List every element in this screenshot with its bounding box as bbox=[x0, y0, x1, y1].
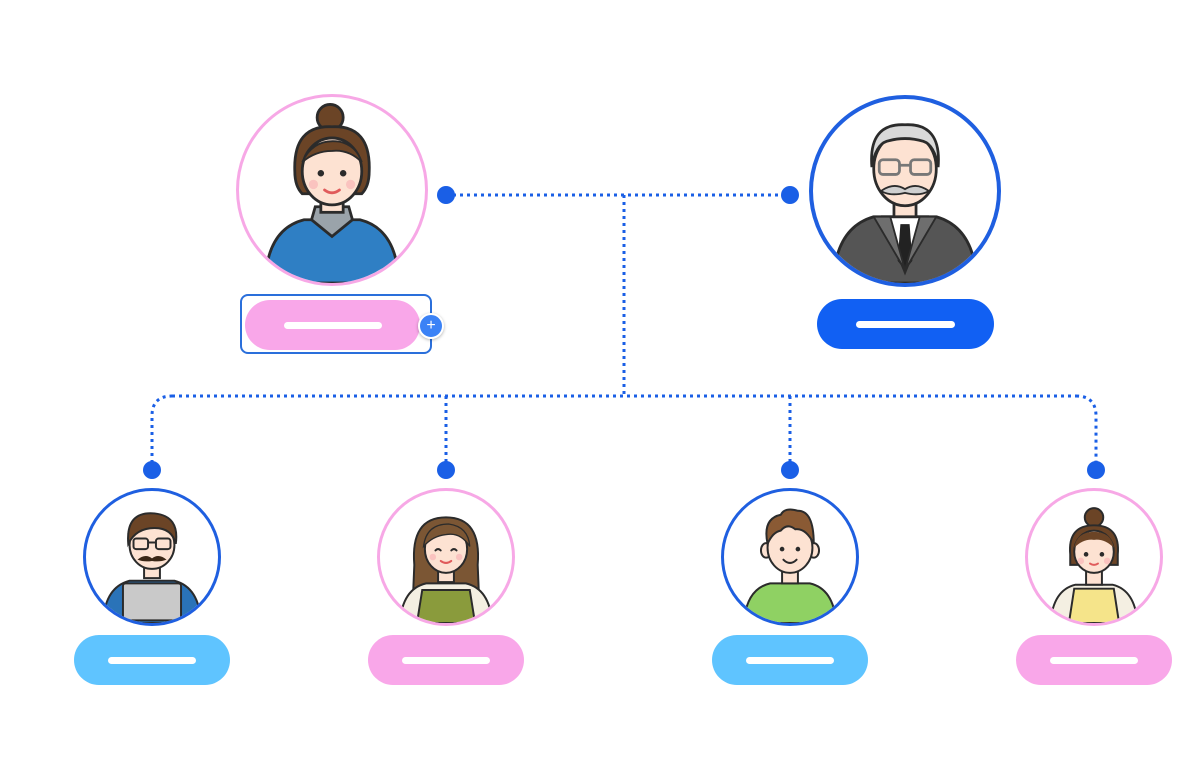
man-glasses-laptop-icon bbox=[83, 488, 221, 626]
plus-icon[interactable]: + bbox=[418, 313, 444, 339]
boy-green-shirt-icon bbox=[721, 488, 859, 626]
name-label-child-4[interactable] bbox=[1016, 635, 1172, 685]
connector-child-4 bbox=[1075, 394, 1098, 470]
label-placeholder-bar bbox=[402, 656, 490, 664]
elderly-man-glasses-suit-icon bbox=[809, 95, 1001, 287]
name-label-child-2[interactable] bbox=[368, 635, 524, 685]
connector-dot-child-3[interactable] bbox=[781, 461, 799, 479]
name-label-father[interactable] bbox=[817, 299, 994, 349]
connector-dot-mother[interactable] bbox=[437, 186, 455, 204]
connector-child-1 bbox=[150, 394, 173, 470]
name-label-child-3[interactable] bbox=[712, 635, 868, 685]
name-label-mother[interactable] bbox=[245, 300, 420, 350]
label-placeholder-bar bbox=[1050, 656, 1138, 664]
connector-dot-child-2[interactable] bbox=[437, 461, 455, 479]
name-label-child-1[interactable] bbox=[74, 635, 230, 685]
girl-bun-yellow-top-icon bbox=[1025, 488, 1163, 626]
label-placeholder-bar bbox=[283, 321, 382, 329]
label-placeholder-bar bbox=[746, 656, 834, 664]
connector-dot-child-1[interactable] bbox=[143, 461, 161, 479]
label-placeholder-bar bbox=[855, 320, 956, 328]
woman-bun-blue-top-icon bbox=[236, 94, 428, 286]
label-placeholder-bar bbox=[108, 656, 196, 664]
connector-dot-father[interactable] bbox=[781, 186, 799, 204]
woman-long-hair-green-top-icon bbox=[377, 488, 515, 626]
connector-dot-child-4[interactable] bbox=[1087, 461, 1105, 479]
